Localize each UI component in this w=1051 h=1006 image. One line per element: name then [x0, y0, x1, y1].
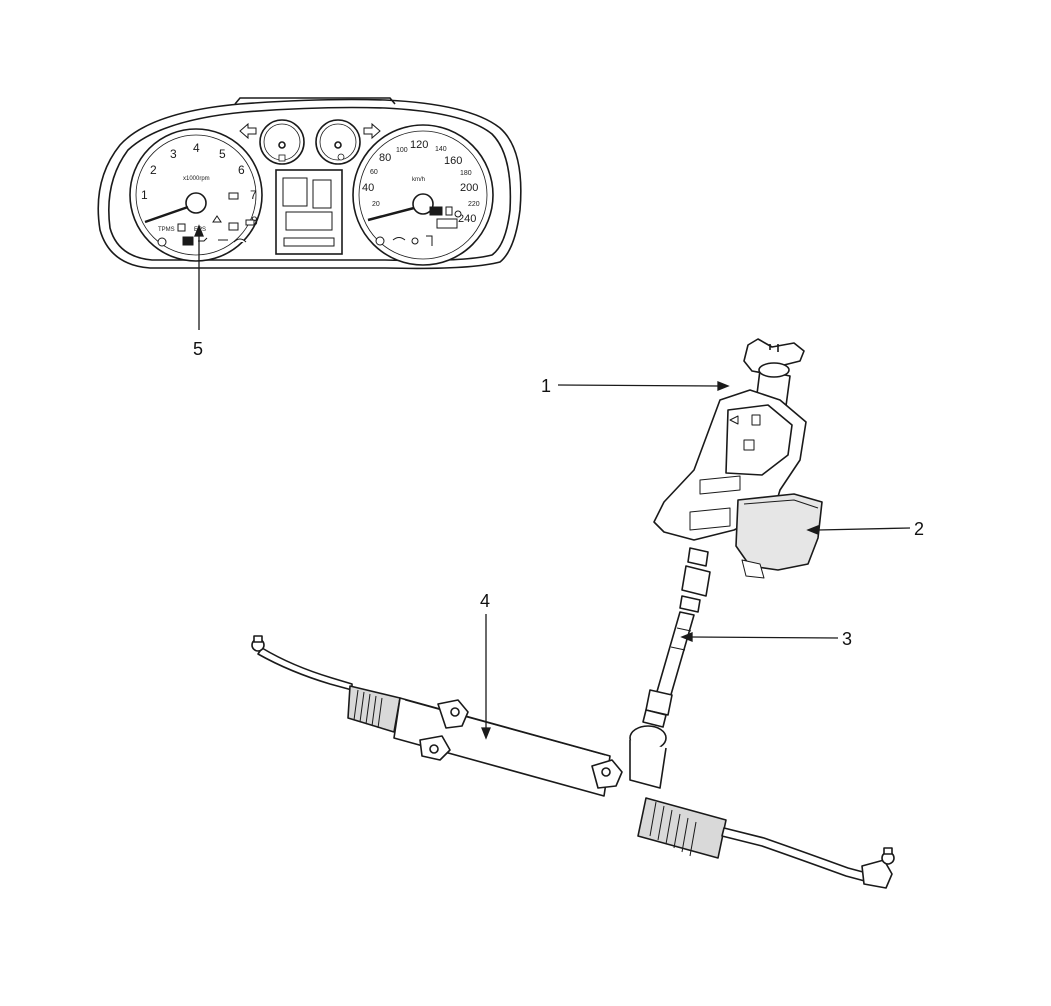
speed-warning-icons	[375, 206, 462, 246]
tach-unit: x1000rpm	[183, 176, 210, 182]
steering-column	[653, 338, 823, 613]
tach-warning-icons	[157, 192, 255, 247]
speed-tick-120: 120	[410, 139, 428, 151]
callout-1: 1	[541, 376, 552, 396]
leader-lines	[194, 224, 911, 740]
tach-tick-7: 7	[250, 188, 257, 202]
steering-gear-rack	[251, 635, 895, 889]
temperature-gauge	[315, 119, 361, 165]
tpms-label: TPMS	[158, 227, 175, 233]
speed-tick-200: 200	[460, 182, 478, 194]
center-display	[275, 169, 343, 255]
speed-unit: km/h	[412, 177, 425, 183]
left-turn-arrow-icon	[239, 122, 257, 140]
speed-tick-140: 140	[435, 146, 447, 153]
callout-4: 4	[480, 591, 491, 611]
intermediate-shaft	[642, 611, 695, 728]
speed-tick-60: 60	[370, 169, 378, 176]
callout-5: 5	[193, 339, 204, 359]
right-turn-arrow-icon	[363, 122, 381, 140]
tach-tick-2: 2	[150, 163, 157, 177]
callout-2: 2	[914, 519, 925, 539]
speed-tick-160: 160	[444, 155, 462, 167]
speedometer: 20 40 60 80 100 120 140 160 180 200 220 …	[352, 124, 494, 266]
callout-3: 3	[842, 629, 853, 649]
speed-tick-240: 240	[458, 213, 476, 225]
tach-tick-3: 3	[170, 147, 177, 161]
speed-tick-220: 220	[468, 201, 480, 208]
fuel-gauge	[259, 119, 305, 165]
speed-tick-40: 40	[362, 182, 374, 194]
speed-tick-80: 80	[379, 152, 391, 164]
tach-tick-1: 1	[141, 188, 148, 202]
tachometer: 1 2 3 4 5 6 7 8 x1000rpm TPMS EPS	[129, 128, 263, 262]
tach-tick-6: 6	[238, 163, 245, 177]
tach-tick-5: 5	[219, 147, 226, 161]
speed-tick-100: 100	[396, 147, 408, 154]
speed-tick-180: 180	[460, 170, 472, 177]
instrument-cluster: 1 2 3 4 5 6 7 8 x1000rpm TPMS EPS	[97, 97, 522, 270]
tach-tick-4: 4	[193, 141, 200, 155]
speed-tick-20: 20	[372, 201, 380, 208]
eps-motor-ecu	[735, 493, 823, 571]
